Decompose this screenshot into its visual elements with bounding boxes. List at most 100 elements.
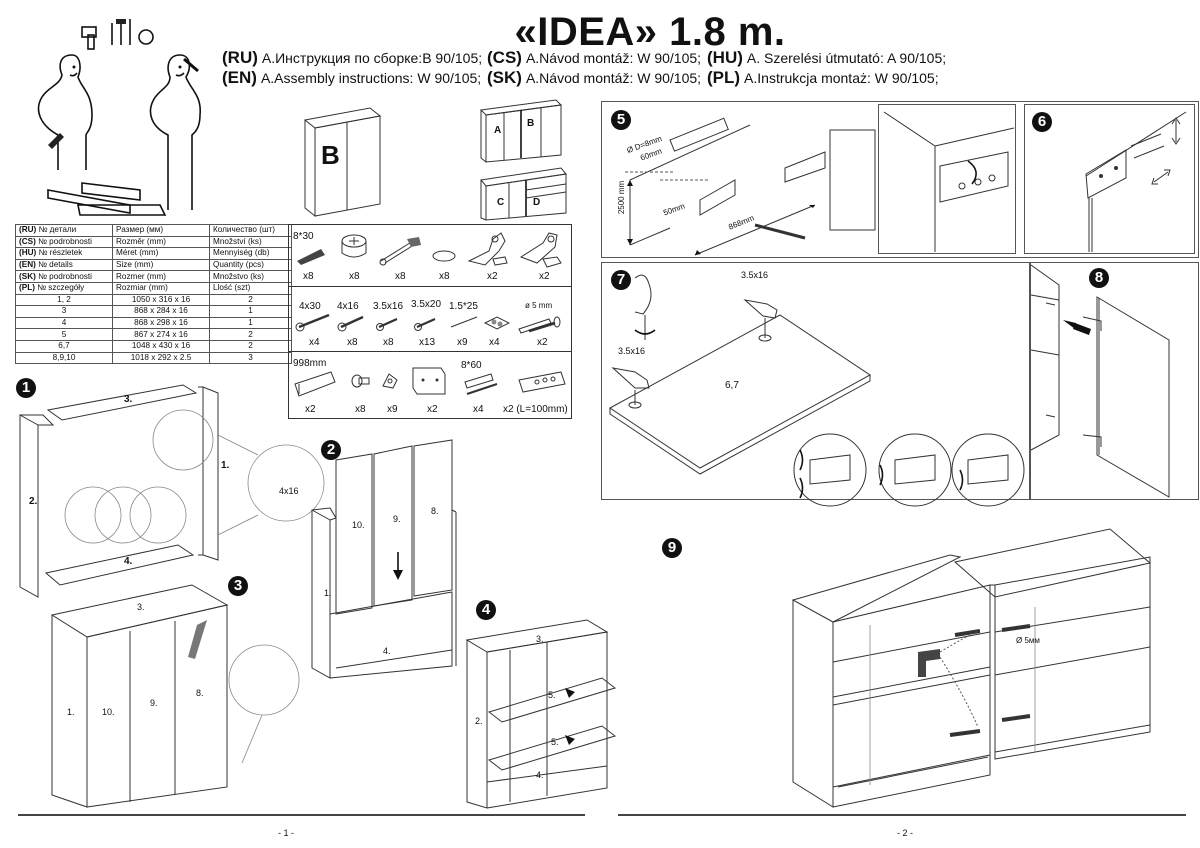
hardware-qty: x9: [457, 337, 468, 348]
hardware-qty: x8: [395, 271, 406, 282]
module-a-label: A: [494, 125, 502, 136]
table-header-row: (PL) № szczegóły Rozmiar (mm) Llość (szt…: [15, 281, 292, 295]
step-8-diagram: [1030, 264, 1170, 498]
cam-lock-icon: [341, 234, 367, 258]
step-3-diagram: [50, 584, 300, 808]
module-b-label: B: [527, 118, 535, 129]
part-label: 4.: [383, 646, 391, 656]
instruction-cs: (CS)A.Návod montáž: W 90/105;: [487, 48, 702, 67]
hardware-qty: x8: [303, 271, 314, 282]
part-label: 9.: [393, 514, 401, 524]
hardware-row-3: 998mm x2 x8 x9 x2 8*60 x4 x2 (L=100mm): [289, 352, 571, 417]
part-label: 5.: [551, 737, 559, 747]
screw-icon: [295, 313, 330, 332]
cover-cap-icon: [432, 250, 456, 262]
nail-icon: [450, 316, 478, 328]
hardware-qty: x8: [349, 271, 360, 282]
drill-diameter-label: Ø 5мм: [1016, 636, 1040, 645]
hardware-label: 4x16: [337, 301, 359, 312]
wall-anchor-icon: [464, 373, 498, 395]
cabinet-b-label: B: [321, 140, 340, 170]
part-label: 2.: [29, 496, 38, 507]
step-9-diagram: [791, 528, 1152, 808]
hardware-qty: x2: [427, 404, 438, 415]
hardware-qty: x8: [347, 337, 358, 348]
dowel-icon: [297, 249, 325, 265]
screw-size-label: 4x16: [279, 486, 299, 496]
step-5-hang-detail: [883, 111, 1015, 252]
hardware-label: 3.5x20: [411, 299, 442, 310]
step-6-frame: [1024, 104, 1195, 254]
screw-icon: [376, 317, 398, 331]
furniture-pad-icon: [483, 316, 511, 330]
screw-icon: [414, 317, 436, 331]
step-6-diagram: [1085, 111, 1187, 252]
document-title: «IDEA» 1.8 m.: [514, 10, 786, 54]
arrow-icon: [565, 735, 575, 745]
step-7-badge: 7: [611, 270, 631, 290]
hardware-label: 1.5*25: [449, 301, 478, 312]
cam-bolt-icon: [379, 237, 421, 266]
step-9-badge: 9: [662, 538, 682, 558]
hardware-qty: x2: [539, 271, 550, 282]
part-label: 8.: [431, 506, 439, 516]
instruction-hu: (HU)A. Szerelési útmutató: A 90/105;: [707, 48, 947, 67]
hardware-panel: 8*30 x8 x8 x8 x8 x2 x2 4x30 x4 4x16 x8 3…: [288, 224, 572, 419]
dimension-2500mm: 2500 mm: [617, 180, 627, 215]
screw-size-label: 3.5x16: [741, 270, 769, 280]
hardware-label: 998mm: [293, 358, 327, 369]
step-1-badge: 1: [16, 378, 36, 398]
page-2-rule: [618, 814, 1186, 816]
table-header-row: (EN) № details Size (mm) Quantity (pcs): [15, 258, 292, 272]
hardware-qty: x8: [355, 404, 366, 415]
hardware-label: ø 5 mm: [525, 301, 553, 310]
hardware-qty: x9: [387, 404, 398, 415]
hardware-qty: x13: [419, 337, 436, 348]
cabinet-hanger-icon: [412, 367, 446, 395]
part-label: 3.: [536, 634, 544, 644]
table-header-row: (HU) № részletek Méret (mm) Mennyiség (d…: [15, 247, 292, 260]
hardware-qty: x4: [489, 337, 500, 348]
part-label: 2.: [475, 716, 483, 726]
hardware-label: 4x30: [299, 301, 321, 312]
shelf-pin-icon: [351, 374, 370, 388]
instruction-sk: (SK)A.Návod montáž: W 90/105;: [487, 68, 702, 87]
part-label: 4.: [536, 770, 544, 780]
hardware-qty: x2: [487, 271, 498, 282]
part-label: 6,7: [725, 380, 739, 391]
step-4-badge: 4: [476, 600, 496, 620]
part-label: 10.: [102, 707, 115, 717]
table-header-row: (RU) № детали Размер (мм) Количество (шт…: [15, 224, 292, 237]
screw-icon: [337, 315, 364, 332]
page-number-2: - 2 -: [897, 828, 914, 838]
wall-rail-icon: [518, 371, 566, 393]
person-right: [149, 54, 201, 210]
hardware-qty: x2 (L=100mm): [503, 404, 568, 415]
instruction-en: (EN)A.Assembly instructions: W 90/105;: [222, 68, 482, 87]
connector-bolt-icon: [518, 316, 561, 334]
step-3-badge: 3: [228, 576, 248, 596]
screw-size-label: 3.5x16: [618, 346, 646, 356]
hardware-label: 8*30: [293, 231, 314, 242]
step-8-badge: 8: [1089, 268, 1109, 288]
instruction-pl: (PL)A.Instrukcja montaż: W 90/105;: [707, 68, 939, 87]
step-4-diagram: [465, 619, 617, 809]
hardware-label: 8*60: [461, 360, 482, 371]
step-7-diagram: [609, 274, 1025, 507]
hinge-icon: [467, 232, 508, 266]
step-5-detail-frame: [878, 104, 1016, 254]
hardware-qty: x2: [305, 404, 316, 415]
hardware-row-2: 4x30 x4 4x16 x8 3.5x16 x8 3.5x20 x13 1.5…: [289, 287, 571, 352]
step-6-badge: 6: [1032, 112, 1052, 132]
boards-icon: [47, 182, 167, 216]
page-number-1: - 1 -: [278, 828, 295, 838]
parts-table: (RU) № детали Размер (мм) Количество (шт…: [15, 224, 292, 365]
table-header-row: (SK) № podrobnosti Rozmer (mm) Množstvo …: [15, 270, 292, 283]
part-label: 5.: [548, 690, 556, 700]
page-1-rule: [18, 814, 585, 816]
